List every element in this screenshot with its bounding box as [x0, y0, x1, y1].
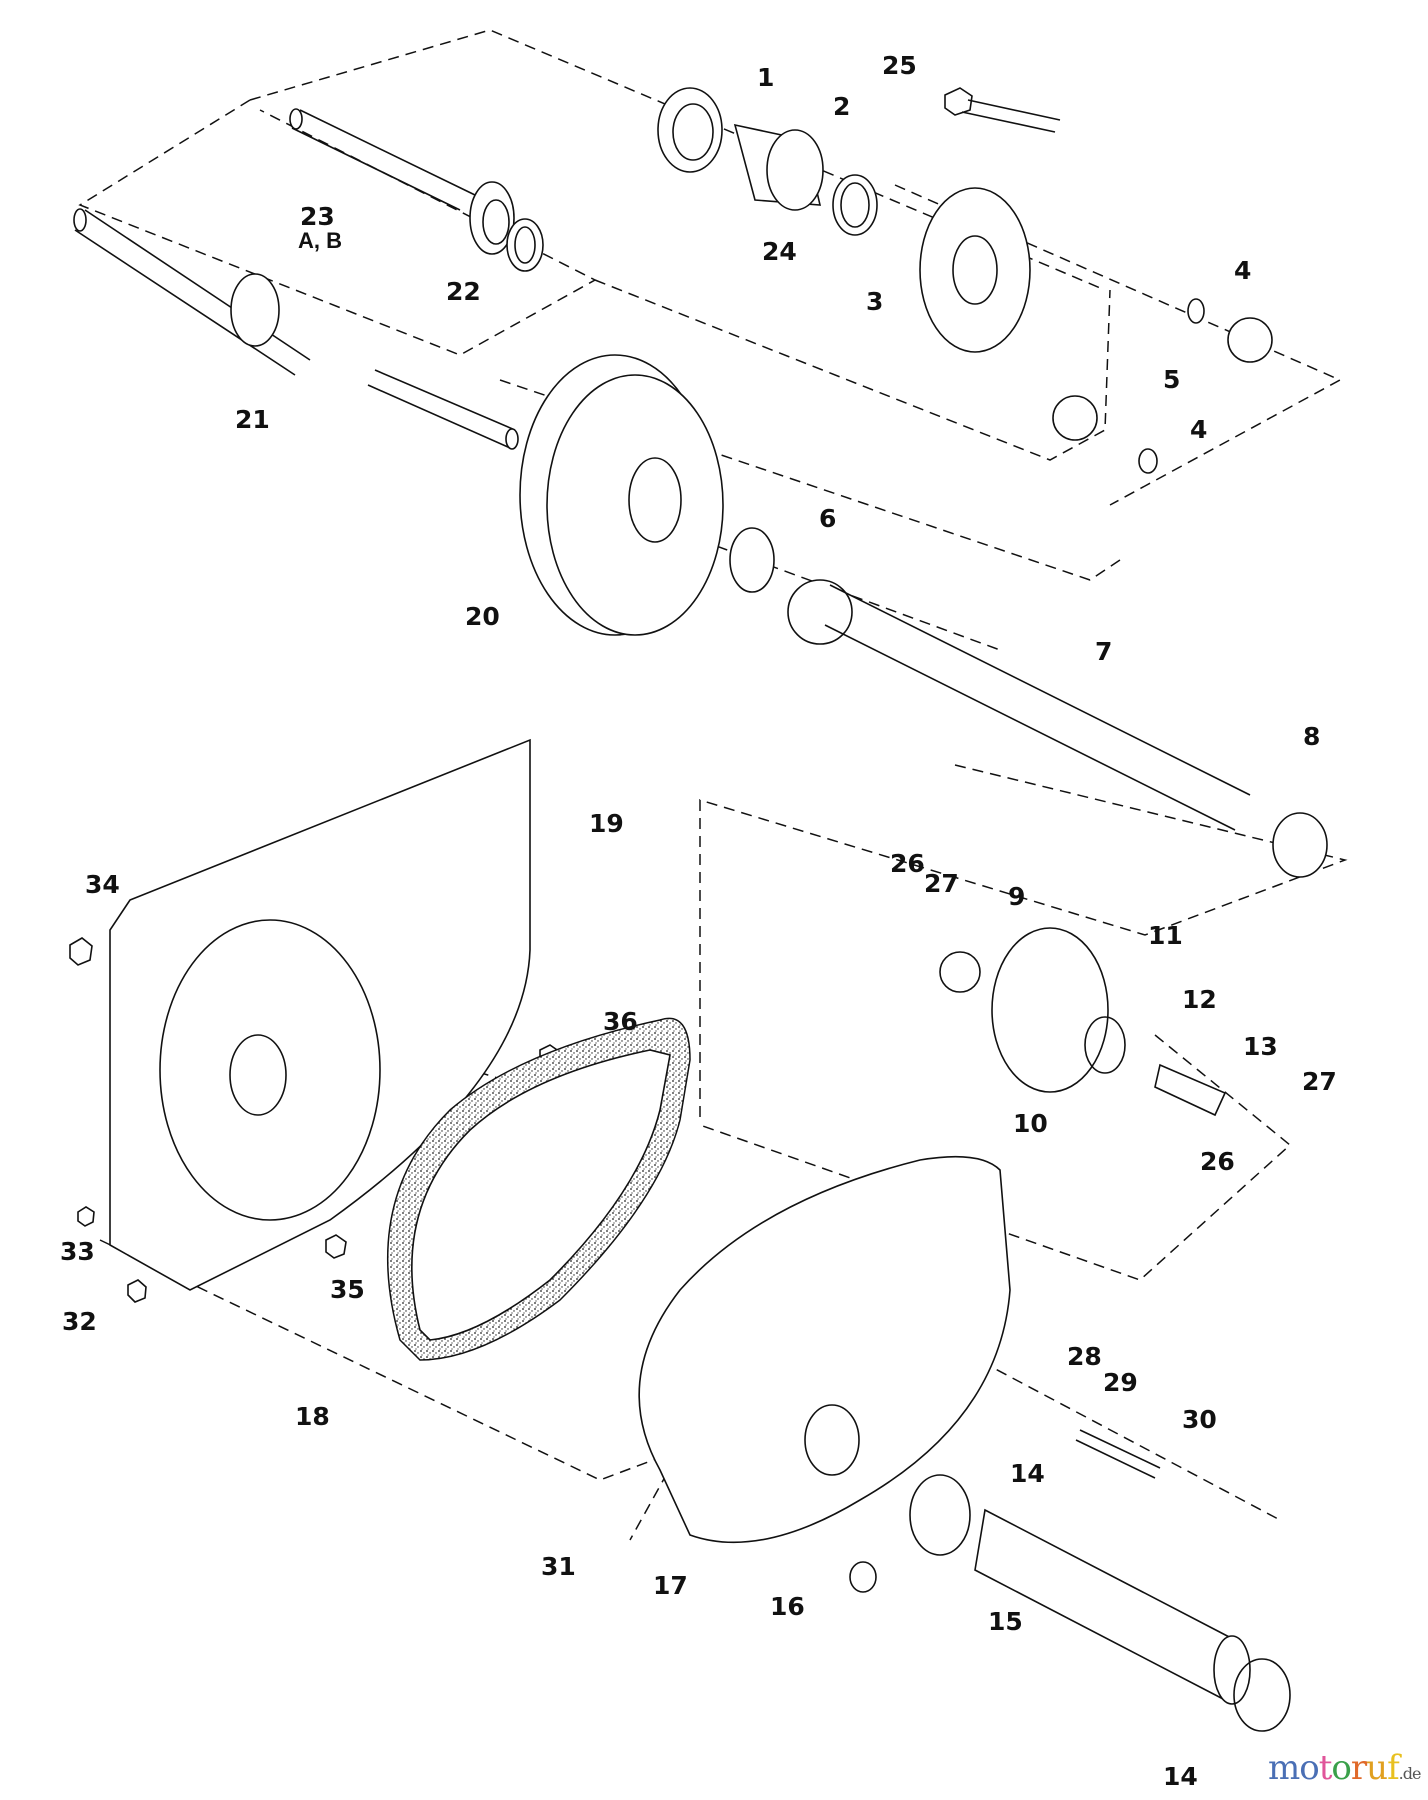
part-14-hose-clamp-lower: [1233, 1658, 1291, 1732]
part-14-hose-clamp-upper: [909, 1474, 971, 1556]
callout-4-lower: 4: [1190, 415, 1207, 444]
callout-15: 15: [988, 1607, 1023, 1636]
callout-36: 36: [603, 1007, 638, 1036]
part-19-side-plate: [109, 738, 531, 1291]
part-33-nut: [77, 1206, 95, 1227]
part-5-pinion-upper: [1227, 317, 1273, 363]
callout-32: 32: [62, 1307, 97, 1336]
callout-17: 17: [653, 1571, 688, 1600]
callout-30: 30: [1182, 1405, 1217, 1434]
part-2-bearing: [733, 123, 824, 211]
callout-31: 31: [541, 1552, 576, 1581]
part-7-hex-shaft: [787, 579, 1251, 831]
part-30-bolt: [1075, 1429, 1161, 1479]
watermark-letter: u: [1366, 1748, 1388, 1788]
part-5-pinion-lower: [1052, 395, 1098, 441]
part-34-bolt: [69, 937, 93, 966]
part-4-spacer-upper: [1187, 298, 1205, 324]
callout-13: 13: [1243, 1032, 1278, 1061]
part-35-nut: [325, 1234, 347, 1259]
callout-16: 16: [770, 1592, 805, 1621]
part-8-hex-washer: [1272, 812, 1328, 878]
part-22-bushing: [506, 218, 544, 272]
callout-21: 21: [235, 405, 270, 434]
part-16-plug: [849, 1561, 877, 1593]
callout-1: 1: [757, 63, 774, 92]
callout-14-upper: 14: [1010, 1459, 1045, 1488]
callout-18: 18: [295, 1402, 330, 1431]
callout-25: 25: [882, 51, 917, 80]
callout-labels: 1 2 3 4 4 5 6 7 8 9 10 11 12 13 14 14 15…: [60, 51, 1337, 1791]
callout-29: 29: [1103, 1368, 1138, 1397]
part-1-seal: [657, 87, 723, 173]
callout-26-lower: 26: [1200, 1147, 1235, 1176]
watermark-letter: t: [1318, 1748, 1333, 1788]
part-25-bolts: [944, 87, 1061, 133]
callout-5: 5: [1163, 365, 1180, 394]
callout-28: 28: [1067, 1342, 1102, 1371]
part-32-bolt: [127, 1279, 147, 1303]
watermark-domain-suffix: .de: [1398, 1764, 1422, 1783]
part-4-spacer-lower: [1138, 448, 1158, 474]
callout-8: 8: [1303, 722, 1320, 751]
callout-20: 20: [465, 602, 500, 631]
part-3-plate: [919, 187, 1031, 353]
callout-24: 24: [762, 237, 797, 266]
callout-14-lower: 14: [1163, 1762, 1198, 1791]
callout-11: 11: [1148, 921, 1183, 950]
callout-2: 2: [833, 92, 850, 121]
callout-4-upper: 4: [1234, 256, 1251, 285]
callout-23: 23: [300, 202, 335, 231]
watermark-letter: r: [1350, 1748, 1367, 1788]
watermark-logo: motoruf.de: [1268, 1748, 1422, 1788]
part-23-gear-shaft: [289, 108, 515, 255]
callout-9: 9: [1008, 882, 1025, 911]
callout-10: 10: [1013, 1109, 1048, 1138]
watermark-letter: o: [1299, 1748, 1320, 1788]
part-21-drive-shaft: [73, 208, 519, 450]
callout-7: 7: [1095, 637, 1112, 666]
callout-6: 6: [819, 504, 836, 533]
part-17-chain-cover: [638, 1155, 1011, 1544]
part-15-boot: [974, 1508, 1251, 1705]
watermark-letter: m: [1268, 1748, 1300, 1788]
callout-34: 34: [85, 870, 120, 899]
part-9-sprocket-hub: [939, 951, 981, 993]
callout-35: 35: [330, 1275, 365, 1304]
part-20-large-gear: [519, 354, 724, 636]
callout-23-variants: A, B: [298, 228, 342, 253]
part-12-snap-ring: [1084, 1016, 1126, 1074]
callout-19: 19: [589, 809, 624, 838]
watermark-letter: o: [1331, 1748, 1352, 1788]
callout-33: 33: [60, 1237, 95, 1266]
callout-27-lower: 27: [1302, 1067, 1337, 1096]
callout-12: 12: [1182, 985, 1217, 1014]
watermark-letter: f: [1387, 1748, 1400, 1788]
part-11-sprocket: [991, 927, 1109, 1093]
callout-3: 3: [866, 287, 883, 316]
callout-22: 22: [446, 277, 481, 306]
part-24-washer: [832, 174, 878, 236]
callout-26-upper: 26: [890, 849, 925, 878]
part-6-retainer: [729, 527, 775, 593]
part-18-gasket: [386, 1017, 691, 1361]
callout-27-upper: 27: [924, 869, 959, 898]
part-13-spacer-tube: [1154, 1063, 1227, 1117]
